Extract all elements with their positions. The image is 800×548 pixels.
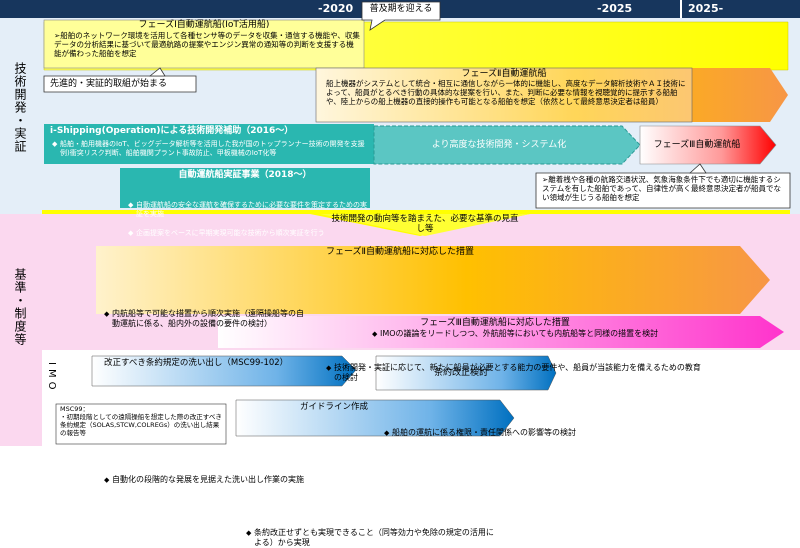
msc99-box [55, 403, 227, 445]
phase2-box [315, 67, 693, 123]
pioneer-callout [43, 75, 197, 93]
row-label-imo: IMO [46, 362, 57, 394]
header-2025: -2025 [597, 2, 633, 15]
spread-callout-text: 普及期を迎える [369, 4, 433, 14]
header-divider [680, 0, 682, 18]
imo-guideline-arrow [235, 399, 515, 437]
imo-guideline-title: ガイドライン作成 [300, 402, 369, 412]
ishipping-bullet: 船舶・舶用機器のIoT、ビッグデータ解析等を活用した我が国のトップランナー技術の… [52, 140, 370, 158]
imo-scoping-bullet: 自動化の段階的な発展を見据えた洗い出し作業の実施 [104, 475, 344, 485]
phase3-note: 離着桟や各種の航路交通状況、気象海象条件下でも適切に機能するシステムを有した船舶… [542, 175, 788, 202]
p2-measures-right2: 技術開発・実証に応じて、新たに船員が必要とする能力の要件や、船員が当該能力を備え… [326, 363, 706, 383]
phase2-title: フェーズⅡ自動運航船 [461, 69, 547, 79]
phase1-body: 船舶のネットワーク環境を活用して各種センサ等のデータを収集・通信する機能や、収集… [54, 31, 360, 58]
phase1-title: フェーズⅠ自動運航船(IoT活用船) [138, 20, 270, 30]
msc99-text: MSC99： ・初期段階としての遠隔操船を想定した際の改正すべき条約規定（SOL… [60, 405, 222, 437]
p3-measures-bullet: 船舶の運航に係る権限・責任関係への影響等の検討 [384, 428, 704, 438]
p3-measures-title: フェーズⅢ自動運航船に対応した措置 [420, 318, 570, 328]
pioneer-callout-text: 先進的・実証的取組が始まる [50, 79, 168, 89]
phase2-body: 船上機器がシステムとして統合・相互に通信しながら一体的に機能し、高度なデータ解析… [326, 79, 686, 106]
advanced-dev-arrow [373, 125, 641, 165]
imo-guideline-bullet: 条約改正せずとも実現できること（同等効力や免除の規定の活用による）から実現 [246, 528, 500, 548]
header-2025-plus: 2025- [688, 2, 724, 15]
ishipping-title: i-Shipping(Operation)による技術開発補助（2016～） [50, 126, 294, 136]
imo-scoping-title: 改正すべき条約規定の洗い出し（MSC99-102） [104, 358, 289, 368]
row-label-tech: 技術開発・実証 [13, 62, 27, 153]
p2-measures-left: 内航船等で可能な措置から順次実施（遠隔操船等の自動運航に係る、船内外の設備の要件… [104, 309, 304, 329]
jisho-title: 自動運航船実証事業（2018～） [178, 170, 312, 180]
jisho-bullet-2: 企画提案をベースに早期実現可能な技術から順次実証を行う [128, 229, 368, 238]
spread-callout [361, 1, 441, 31]
p2-measures-title: フェーズⅡ自動運航船に対応した措置 [326, 247, 474, 257]
p2-measures-arrow [96, 246, 770, 314]
imo-revision-text: 条約改正検討 [433, 368, 488, 378]
phase3-arrow [639, 125, 777, 165]
p2-measures-right1: IMOの議論をリードしつつ、外航船等においても内航船等と同様の措置を検討 [372, 329, 702, 339]
review-text: 技術開発の動向等を踏まえた、必要な基準の見直し等 [331, 214, 519, 234]
phase2-arrow [316, 68, 788, 122]
jisho-bullet-1: 自動運航船の安全な運航を確保するために必要な要件を策定するための実証を実施 [128, 201, 368, 219]
phase3-box-text: フェーズⅢ自動運航船 [653, 140, 741, 150]
advanced-dev-text: より高度な技術開発・システム化 [431, 140, 567, 150]
header-2020: -2020 [318, 2, 354, 15]
row-label-standards: 基準・制度等 [13, 268, 27, 346]
